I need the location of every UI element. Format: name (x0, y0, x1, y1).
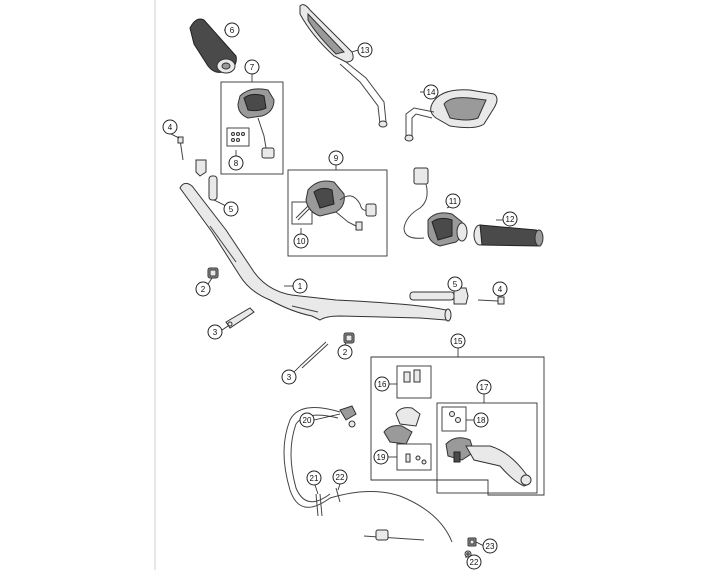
bar-end-weight-right-part (409, 287, 469, 305)
callout-label-8: 8 (234, 159, 239, 168)
callout-22-upper: 22 (332, 469, 348, 485)
callout-label-1: 1 (298, 282, 303, 291)
callout-2-left: 2 (195, 281, 211, 297)
bar-end-screw-right-part (477, 296, 505, 305)
callout-13: 13 (357, 42, 373, 58)
group-box-17 (436, 402, 538, 494)
group-box-9 (287, 169, 388, 257)
cable-clip-22-part (335, 487, 341, 503)
callout-label-15: 15 (454, 337, 463, 346)
clamp-center-part (343, 332, 355, 344)
clamp-left-part (207, 267, 219, 279)
callout-label-18: 18 (477, 416, 486, 425)
callout-5-right: 5 (447, 276, 463, 292)
callout-label-4-left: 4 (168, 123, 173, 132)
right-grip-part (473, 224, 544, 247)
callout-label-20: 20 (303, 416, 312, 425)
callout-9: 9 (328, 150, 344, 166)
clip-center-part (299, 341, 329, 369)
callout-19: 19 (373, 449, 389, 465)
callout-17: 17 (476, 379, 492, 395)
callout-label-17: 17 (480, 383, 489, 392)
callout-label-21: 21 (310, 474, 319, 483)
left-grip-part (189, 18, 237, 74)
callout-18: 18 (473, 412, 489, 428)
bar-end-weight-left-part (195, 159, 218, 201)
handlebar-part (179, 182, 452, 322)
callout-15: 15 (450, 333, 466, 349)
callout-label-3-center: 3 (287, 373, 292, 382)
left-mirror-part (299, 4, 388, 128)
clutch-cable-part (283, 405, 453, 543)
callout-10: 10 (293, 233, 309, 249)
callout-3-center: 3 (281, 369, 297, 385)
tool-in-10 (295, 205, 311, 221)
callout-label-9: 9 (334, 154, 339, 163)
screw-set-8 (231, 132, 245, 142)
callout-23: 23 (482, 538, 498, 554)
callout-label-22-lower: 22 (470, 558, 479, 567)
callout-label-14: 14 (427, 88, 436, 97)
callout-label-13: 13 (361, 46, 370, 55)
control-switch-part (305, 180, 377, 231)
callout-label-16: 16 (378, 380, 387, 389)
group-box-18 (441, 406, 467, 432)
callout-label-4-right: 4 (498, 285, 503, 294)
group-box-16 (396, 365, 432, 399)
callout-14: 14 (423, 84, 439, 100)
washer-22-part (464, 550, 472, 558)
callout-label-19: 19 (377, 453, 386, 462)
cable-clip-21-part (315, 493, 323, 517)
cylinder-clamp-part (383, 369, 421, 445)
callout-7: 7 (244, 59, 260, 75)
callout-label-2-left: 2 (201, 285, 206, 294)
callout-4-right: 4 (492, 281, 508, 297)
callout-label-6: 6 (230, 26, 235, 35)
throttle-switch-part (403, 167, 468, 247)
group-box-10 (291, 201, 313, 225)
callout-12: 12 (502, 211, 518, 227)
right-mirror-part (404, 89, 498, 142)
small-parts-19 (405, 453, 427, 465)
callout-label-22-upper: 22 (336, 473, 345, 482)
callout-1: 1 (292, 278, 308, 294)
callout-label-11: 11 (449, 197, 458, 206)
callout-3-left: 3 (207, 324, 223, 340)
left-switch-part (237, 88, 275, 159)
callout-21: 21 (306, 470, 322, 486)
callout-11: 11 (445, 193, 461, 209)
callout-2-center: 2 (337, 344, 353, 360)
callout-label-5-right: 5 (453, 280, 458, 289)
callout-label-7: 7 (250, 63, 255, 72)
callout-4-left: 4 (162, 119, 178, 135)
callout-label-12: 12 (506, 215, 515, 224)
callout-20: 20 (299, 412, 315, 428)
callout-label-23: 23 (486, 542, 495, 551)
clutch-lever-part (445, 411, 532, 487)
group-box-19 (396, 443, 432, 471)
callout-label-3-left: 3 (213, 328, 218, 337)
callout-label-10: 10 (297, 237, 306, 246)
callout-16: 16 (374, 376, 390, 392)
callout-6: 6 (224, 22, 240, 38)
callout-label-2-center: 2 (343, 348, 348, 357)
callout-5-left: 5 (223, 201, 239, 217)
bar-end-screw-left-part (177, 136, 184, 161)
callout-label-5-left: 5 (229, 205, 234, 214)
callout-22-lower: 22 (466, 554, 482, 570)
screw-23-part (467, 537, 477, 547)
group-box-8 (226, 127, 250, 147)
callout-8: 8 (228, 155, 244, 171)
bracket-left-part (225, 307, 255, 329)
group-box-15 (370, 356, 545, 496)
